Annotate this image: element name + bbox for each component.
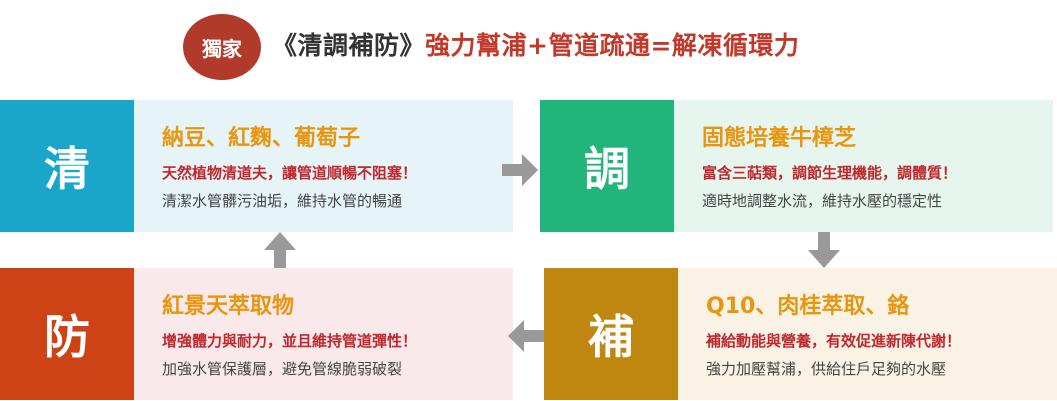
tile-clean: 清	[0, 100, 134, 232]
subtitle-prevent: 增強體力與耐力，並且維持管道彈性！	[162, 332, 418, 350]
arrow-left-icon	[508, 320, 544, 352]
headline-prefix: 《清調補防》	[272, 31, 426, 60]
title-prevent: 紅景天萃取物	[162, 294, 295, 319]
headline-rest: 強力幫浦+管道疏通=解凍循環力	[425, 31, 800, 60]
exclusive-badge: 獨家	[183, 14, 261, 80]
arrow-up-icon	[264, 232, 296, 268]
headline: 《清調補防》強力幫浦+管道疏通=解凍循環力	[272, 26, 799, 62]
subtitle-regulate: 富含三萜類，調節生理機能，調體質！	[702, 164, 958, 182]
panel-prevent: 紅景天萃取物 增強體力與耐力，並且維持管道彈性！ 加強水管保護層，避免管線脆弱破…	[134, 268, 513, 400]
arrow-right-icon	[502, 154, 538, 186]
title-regulate: 固態培養牛樟芝	[702, 126, 857, 151]
arrow-down-icon	[808, 232, 840, 268]
block-clean: 清 納豆、紅麴、葡萄子 天然植物清道夫，讓管道順暢不阻塞！ 清潔水管髒污油垢，維…	[0, 100, 513, 232]
title-clean: 納豆、紅麴、葡萄子	[162, 126, 361, 151]
block-regulate: 調 固態培養牛樟芝 富含三萜類，調節生理機能，調體質！ 適時地調整水流，維持水壓…	[540, 100, 1053, 232]
title-supplement: Q10、肉桂萃取、鉻	[706, 294, 910, 319]
header: 獨家 《清調補防》強力幫浦+管道疏通=解凍循環力	[0, 0, 1057, 90]
tile-prevent: 防	[0, 268, 134, 400]
tile-regulate: 調	[540, 100, 674, 232]
panel-supplement: Q10、肉桂萃取、鉻 補給動能與營養，有效促進新陳代謝！ 強力加壓幫浦，供給住戶…	[678, 268, 1057, 400]
tile-supplement: 補	[544, 268, 678, 400]
desc-regulate: 適時地調整水流，維持水壓的穩定性	[702, 192, 943, 210]
desc-supplement: 強力加壓幫浦，供給住戶足夠的水壓	[706, 360, 947, 378]
panel-regulate: 固態培養牛樟芝 富含三萜類，調節生理機能，調體質！ 適時地調整水流，維持水壓的穩…	[674, 100, 1053, 232]
desc-prevent: 加強水管保護層，避免管線脆弱破裂	[162, 360, 403, 378]
block-prevent: 防 紅景天萃取物 增強體力與耐力，並且維持管道彈性！ 加強水管保護層，避免管線脆…	[0, 268, 513, 400]
subtitle-clean: 天然植物清道夫，讓管道順暢不阻塞！	[162, 164, 418, 182]
desc-clean: 清潔水管髒污油垢，維持水管的暢通	[162, 192, 403, 210]
subtitle-supplement: 補給動能與營養，有效促進新陳代謝！	[706, 332, 962, 350]
panel-clean: 納豆、紅麴、葡萄子 天然植物清道夫，讓管道順暢不阻塞！ 清潔水管髒污油垢，維持水…	[134, 100, 513, 232]
block-supplement: 補 Q10、肉桂萃取、鉻 補給動能與營養，有效促進新陳代謝！ 強力加壓幫浦，供給…	[544, 268, 1057, 400]
